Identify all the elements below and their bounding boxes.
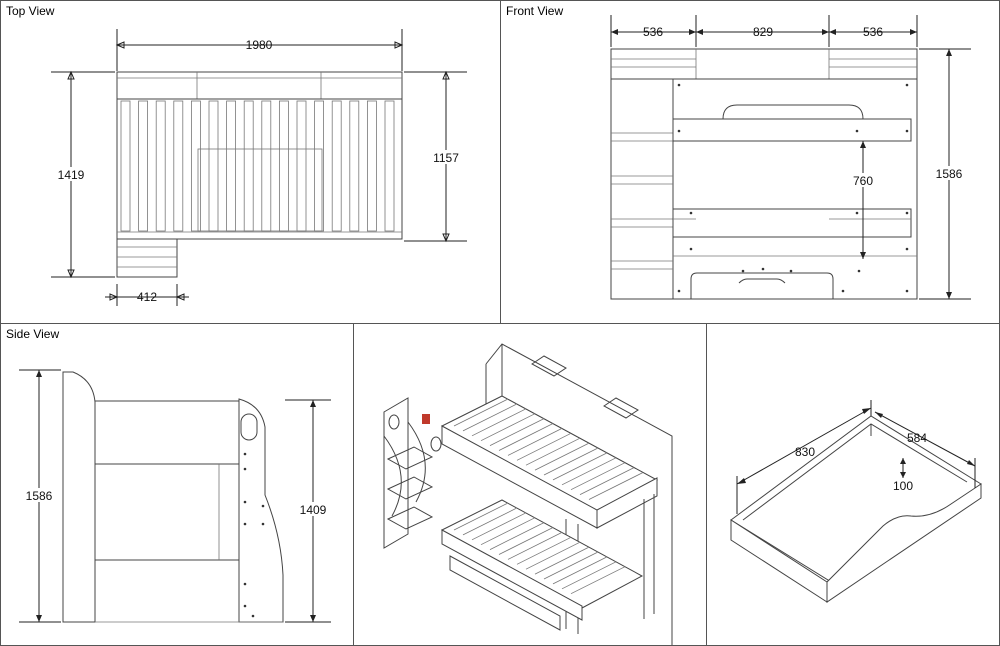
top-ladder-step — [116, 238, 178, 278]
front-fixing-dots — [677, 83, 909, 293]
dim-drawer-length: 830 — [795, 445, 815, 459]
drawer-view-panel: 830 584 100 — [706, 323, 1000, 646]
dim-top-width: 1980 — [246, 38, 273, 52]
dim-front-right: 536 — [863, 25, 883, 39]
front-frame — [610, 78, 918, 300]
side-view-panel: Side View 1586 1409 — [0, 323, 354, 646]
dim-front-left: 536 — [643, 25, 663, 39]
dim-side-inner-height: 1409 — [300, 503, 327, 517]
dim-drawer-width: 584 — [907, 431, 927, 445]
top-slats — [120, 100, 395, 232]
side-right-panel — [238, 398, 284, 623]
drawer-view-drawing: 830 584 100 — [730, 400, 982, 603]
dim-top-depth-total: 1419 — [58, 168, 85, 182]
top-view-title: Top View — [6, 4, 55, 18]
top-view-panel: Top View 1980 1419 — [0, 0, 501, 324]
side-view-drawing: 1586 1409 — [19, 369, 331, 623]
dim-drawer-height: 100 — [893, 479, 913, 493]
dim-front-gap: 760 — [853, 174, 873, 188]
front-ladder — [610, 78, 674, 300]
front-view-panel: Front View — [500, 0, 1000, 324]
top-view-drawing: 1980 1419 1157 412 — [51, 29, 467, 306]
side-view-title: Side View — [6, 327, 60, 341]
side-fixing-dots — [243, 452, 265, 618]
dim-top-ladder-width: 412 — [137, 290, 157, 304]
iso-accent-tag — [422, 414, 430, 424]
iso-view-drawing — [383, 343, 673, 645]
dim-front-height: 1586 — [936, 167, 963, 181]
drawer-front — [826, 483, 982, 603]
iso-ladder — [383, 397, 409, 549]
dim-top-depth-bed: 1157 — [433, 151, 459, 165]
top-headboard — [116, 71, 403, 100]
top-bed-frame — [116, 98, 403, 240]
front-view-title: Front View — [506, 4, 564, 18]
side-left-panel — [62, 371, 96, 623]
dim-side-height: 1586 — [26, 489, 53, 503]
front-view-drawing: 536 829 536 760 1586 — [610, 15, 971, 300]
front-top-rail — [610, 48, 918, 80]
dim-front-mid: 829 — [753, 25, 773, 39]
iso-view-panel — [353, 323, 707, 646]
